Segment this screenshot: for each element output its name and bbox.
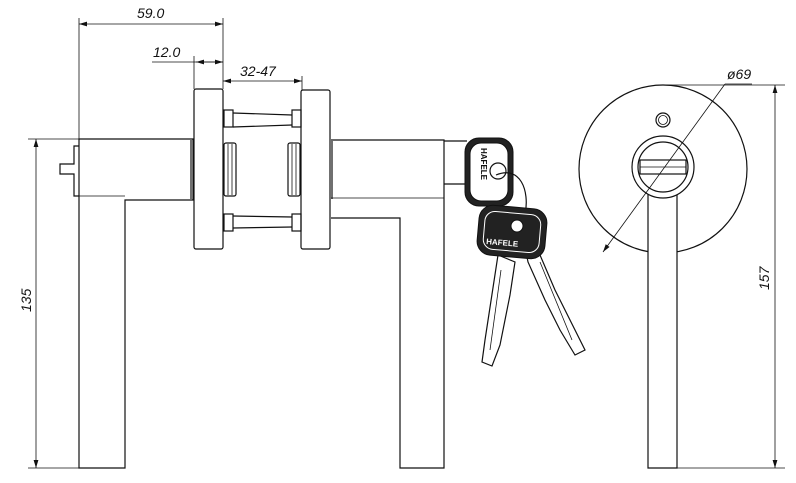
dimension-32-47: 32-47: [223, 63, 303, 90]
dimension-label-135: 135: [18, 288, 34, 312]
front-view: [578, 84, 748, 469]
spring-left: [223, 142, 237, 197]
lever-front: [647, 189, 678, 469]
key-top-brand: HAFELE: [479, 148, 488, 181]
dimension-157: 157: [663, 84, 785, 469]
dimension-label-diameter: ø69: [727, 66, 751, 82]
keys: HAFELE HAFELE: [444, 137, 586, 367]
dimension-135: 135: [18, 138, 79, 469]
dimension-label-59: 59.0: [137, 5, 164, 21]
dimension-label-157: 157: [756, 265, 772, 290]
dimension-label-12: 12.0: [153, 44, 180, 60]
key-front: HAFELE: [476, 204, 548, 367]
left-lever-handle: [59, 138, 194, 469]
dimension-12: 12.0: [152, 44, 223, 89]
dimension-diameter: ø69: [602, 66, 752, 253]
spring-right: [287, 142, 301, 197]
dimension-label-32-47: 32-47: [240, 63, 277, 79]
rose-assembly: [193, 88, 331, 250]
dimension-59: 59.0: [78, 5, 224, 139]
key-top: HAFELE: [464, 137, 527, 216]
right-lever-handle: [331, 139, 445, 469]
key-front-brand: HAFELE: [486, 237, 519, 249]
